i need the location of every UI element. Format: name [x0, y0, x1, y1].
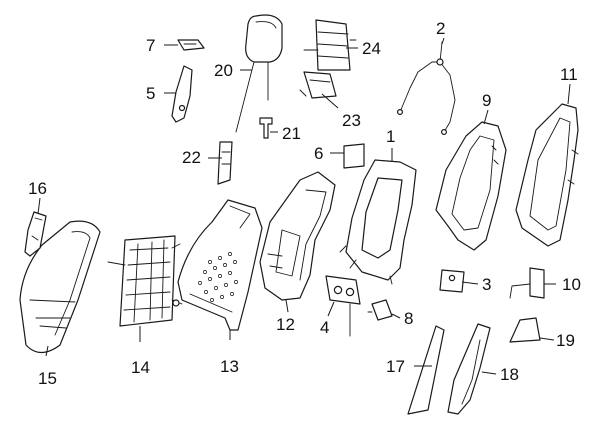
callout-4: 4: [320, 318, 329, 337]
part-17-trim-strip: [407, 325, 445, 415]
part-18-side-cover: [447, 323, 491, 415]
part-21-pin: [259, 117, 273, 139]
callout-17: 17: [386, 357, 405, 376]
callout-16: 16: [28, 179, 47, 198]
callout-10: 10: [562, 275, 581, 294]
callout-9: 9: [482, 91, 491, 110]
part-4-switch-bezel: [325, 275, 361, 337]
part-11-side-trim: [515, 103, 579, 247]
callout-19: 19: [556, 331, 575, 350]
callout-18: 18: [500, 365, 519, 384]
callout-22: 22: [182, 148, 201, 167]
part-22-guide: [217, 141, 233, 185]
part-9-back-shell: [435, 121, 507, 251]
callout-23: 23: [342, 111, 361, 130]
callout-labels: 7 5 20 24 23 21 22 6 1 2 9 11 16 14 15 1…: [28, 19, 581, 388]
callout-1: 1: [386, 127, 395, 146]
leader-lines: [37, 37, 571, 375]
callout-8: 8: [404, 309, 413, 328]
part-7-clip: [177, 39, 205, 51]
callout-14: 14: [131, 358, 150, 377]
part-1-back-frame: [339, 159, 417, 285]
callout-15: 15: [38, 369, 57, 388]
callout-2: 2: [436, 19, 445, 38]
callout-3: 3: [482, 275, 491, 294]
callout-13: 13: [220, 357, 239, 376]
part-3-latch: [439, 269, 465, 293]
part-13-back-panel: [177, 199, 263, 331]
part-10-bracket: [509, 267, 545, 299]
callout-11: 11: [560, 65, 578, 84]
part-23-adjuster: [299, 71, 337, 99]
part-15-back-cover: [19, 220, 101, 354]
callout-20: 20: [214, 61, 233, 80]
part-14-lumbar-frame: [107, 235, 183, 327]
part-2-cable: [397, 41, 456, 136]
part-20-headrest: [235, 14, 283, 133]
part-12-back-foam: [259, 171, 336, 301]
part-24-mechanism: [303, 19, 357, 71]
callout-6: 6: [314, 144, 323, 163]
callout-24: 24: [362, 39, 381, 58]
callout-21: 21: [282, 124, 301, 143]
part-6-pad: [343, 143, 365, 169]
part-16-pad: [24, 211, 47, 257]
callout-5: 5: [146, 84, 155, 103]
part-19-trim: [509, 317, 541, 343]
callout-12: 12: [276, 315, 295, 334]
part-8-motor: [367, 299, 393, 321]
callout-7: 7: [146, 36, 155, 55]
part-5-bracket: [171, 65, 193, 123]
